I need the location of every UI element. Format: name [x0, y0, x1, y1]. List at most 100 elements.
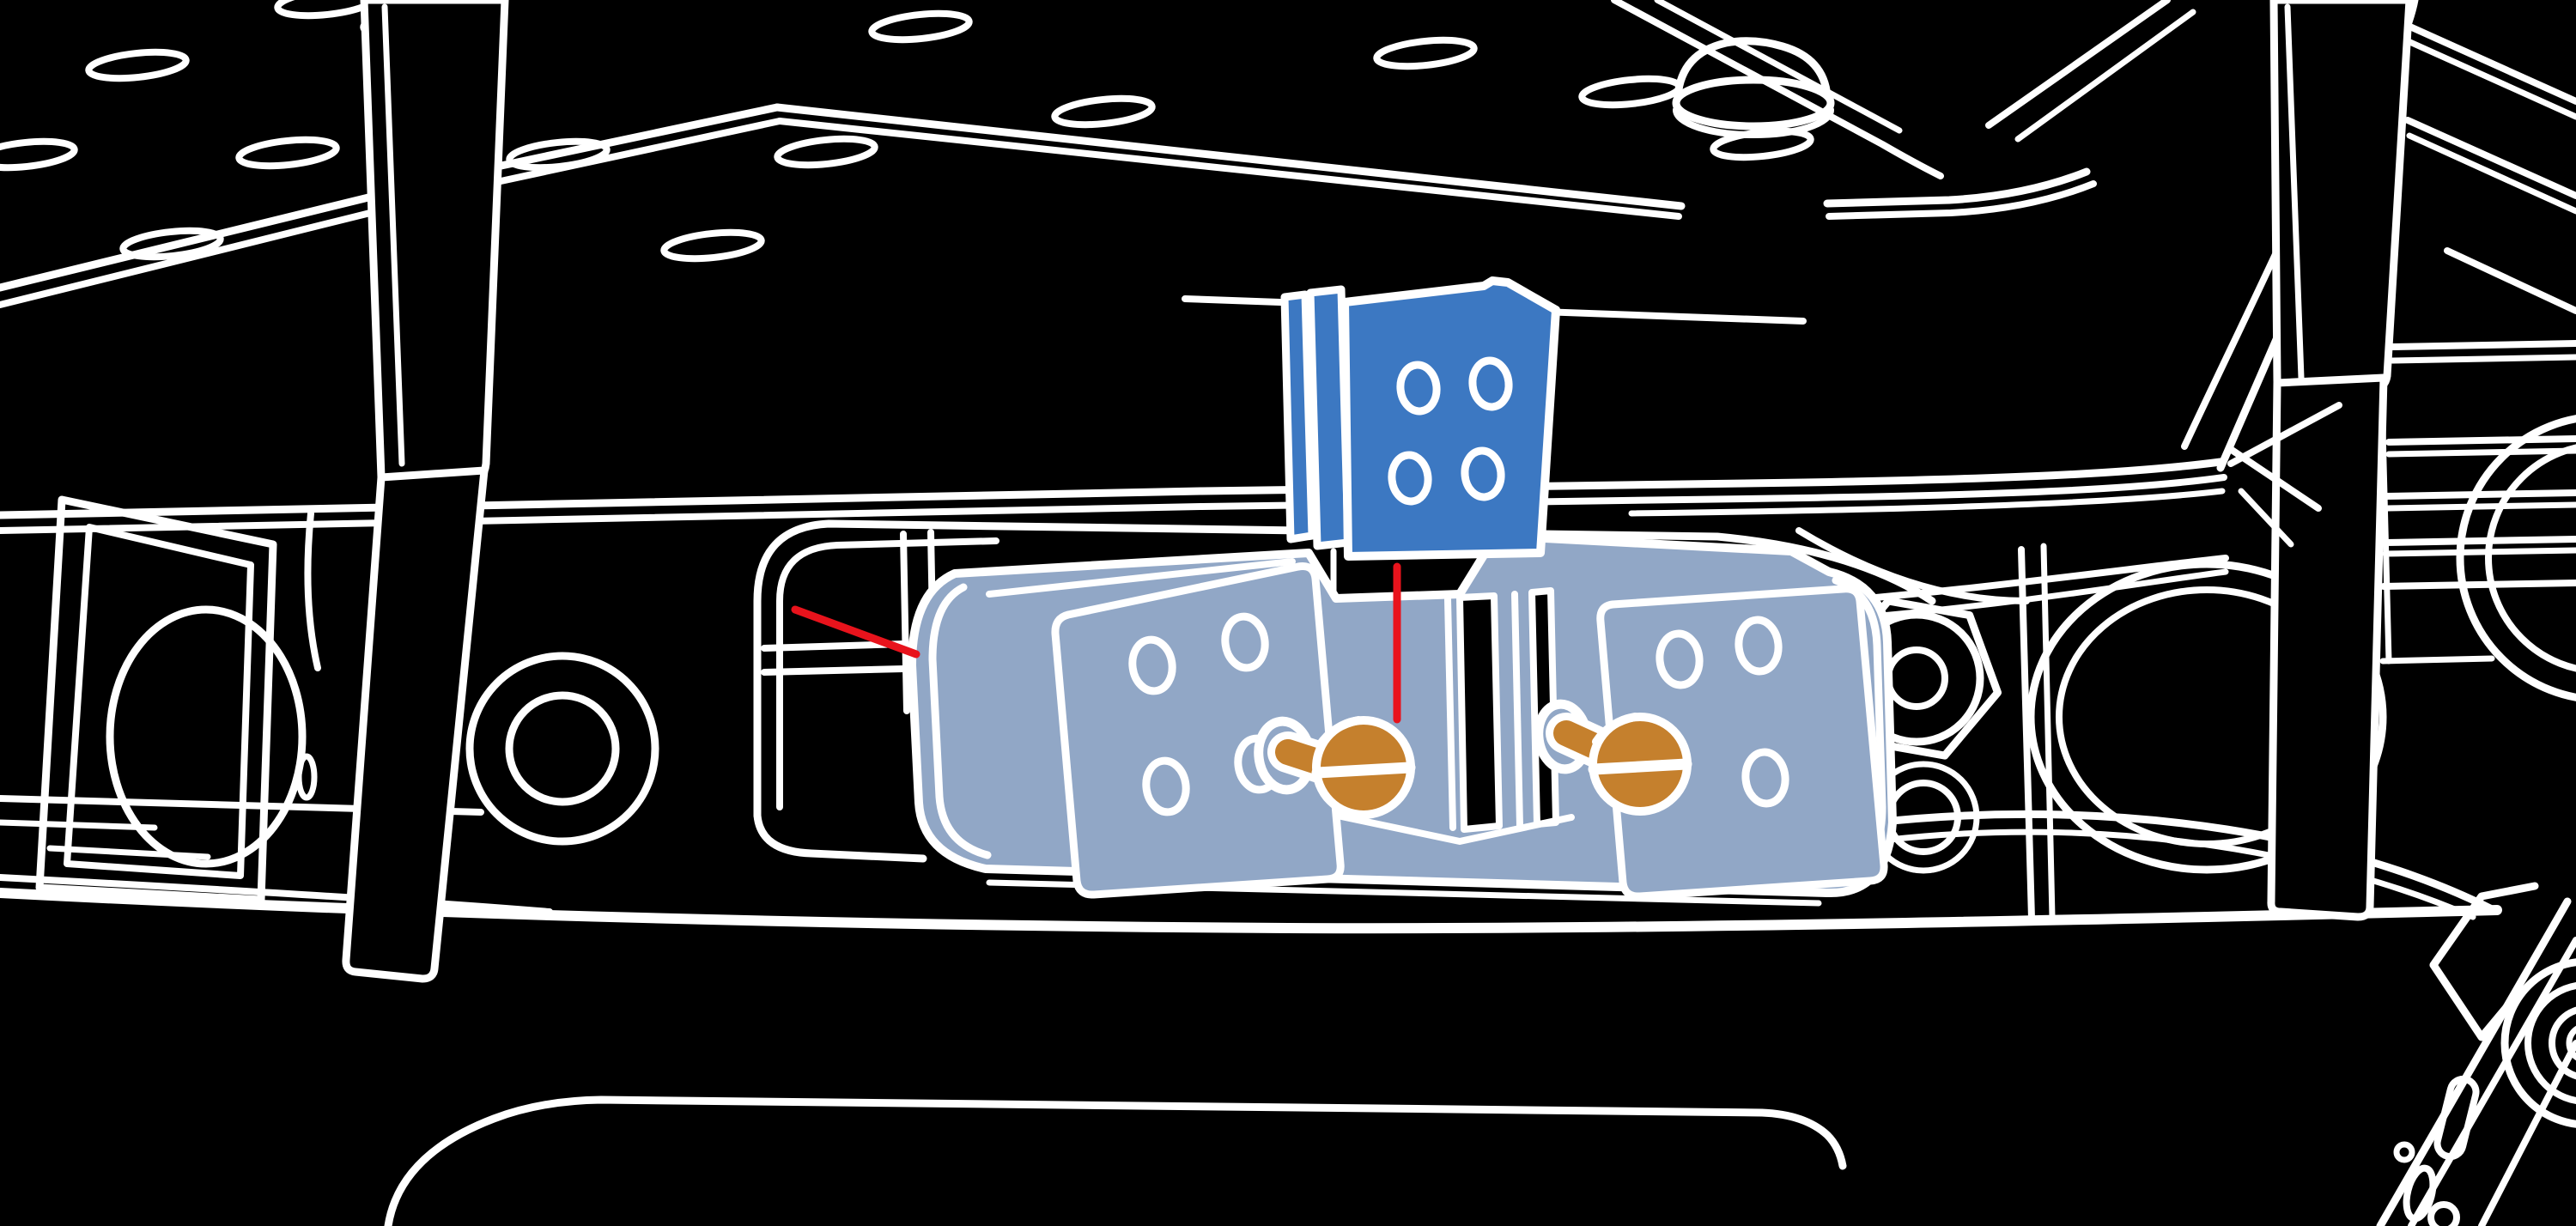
recess-inner-line: [776, 537, 999, 810]
bracket-hole: [1388, 451, 1432, 506]
bracket-diagonal: [2408, 937, 2576, 1226]
plate-edge-line: [1826, 180, 2097, 220]
edge-diagonal: [1654, 0, 1903, 134]
circular-opening: [465, 652, 659, 846]
right-thumbscrew: [1534, 699, 1692, 816]
circular-opening-inner: [505, 691, 620, 806]
band-line: [0, 458, 2225, 519]
post-elbow-line: [2238, 488, 2294, 548]
screw-highlight: [1315, 716, 1363, 750]
corner-diagonal: [2406, 132, 2576, 215]
clamp-hole: [1741, 748, 1789, 808]
left-thumbscrew: [1254, 716, 1416, 819]
plate-hole: [274, 0, 379, 20]
bottom-right-bracket: [2376, 882, 2576, 1226]
screw-highlight: [1592, 713, 1639, 746]
frame-outline: [35, 495, 277, 904]
plate-hole: [119, 227, 224, 261]
band-line: [1628, 488, 2226, 517]
panel-seam: [2040, 543, 2056, 920]
bracket-hole: [1396, 361, 1441, 416]
lower-band: [1871, 810, 2494, 913]
corner-diagonal: [2401, 21, 2576, 105]
panel-seam: [2018, 546, 2035, 922]
bracket-diagonal: [2376, 897, 2572, 1226]
small-hole: [295, 753, 318, 801]
corner-diagonal: [2444, 247, 2576, 314]
perforated-top: [0, 0, 1814, 263]
plate-hole: [0, 137, 78, 172]
plate-hole: [1051, 94, 1156, 129]
panel-line: [2389, 340, 2576, 350]
bracket-ring: [2524, 982, 2576, 1104]
plate-hole: [868, 9, 973, 44]
bracket-hole: [1461, 446, 1505, 501]
band-curve: [1795, 527, 2030, 604]
pocket-outline: [384, 1096, 1847, 1226]
dome-top: [1674, 37, 1832, 100]
post-lower: [2267, 373, 2388, 921]
bracket-oval: [2403, 1164, 2437, 1223]
bracket-arm: [2429, 882, 2539, 1041]
clamp-hole: [1142, 756, 1190, 816]
channel-wall-line: [1511, 591, 1523, 829]
left-cap-line: [928, 583, 992, 859]
bracket-hole: [1468, 356, 1513, 411]
post-edge-line: [2284, 3, 2305, 381]
panel-line: [2380, 580, 2576, 590]
plate-hole: [235, 136, 340, 170]
edge-diagonal: [1985, 0, 2171, 129]
bracket-ring: [2500, 958, 2576, 1128]
annotations: [791, 562, 1401, 724]
red-leader-line: [791, 605, 920, 659]
clamp-assembly: [908, 531, 1897, 907]
plate-hole: [85, 48, 190, 82]
panel-line: [2382, 536, 2576, 546]
channel-slot: [1456, 592, 1503, 833]
plate-edge-line: [773, 103, 1686, 210]
plate-hole: [660, 228, 765, 263]
edge-diagonal: [2014, 9, 2196, 143]
left-clamp-plate: [1051, 562, 1345, 899]
bracket-pin: [2427, 1201, 2460, 1226]
screw-slot: [1588, 758, 1692, 775]
plate-hole: [774, 135, 878, 169]
bracket-body: [1340, 276, 1560, 561]
edge-circle-inner: [2485, 444, 2576, 672]
corner-diagonal: [2401, 36, 2576, 120]
mount-bracket: [1280, 276, 1560, 561]
cylinder-opening: [106, 605, 307, 868]
panel-line: [2385, 435, 2576, 446]
bottom-edge-echo: [0, 874, 553, 915]
recess-step: [761, 665, 907, 676]
knob-center: [1885, 646, 1948, 710]
band-line: [46, 845, 211, 860]
plate-edge-line: [776, 118, 1682, 220]
left-block-top-line: [986, 558, 1296, 598]
recess-outline-bottom: [753, 811, 927, 863]
plate-hole: [1578, 75, 1683, 109]
post-gusset: [304, 510, 321, 671]
dome-cap: [1672, 37, 1835, 138]
dome-base-lower: [1673, 106, 1834, 138]
plate-hole: [1373, 36, 1478, 70]
post-elbow-line: [2227, 402, 2342, 467]
panel-line: [2384, 489, 2576, 500]
clamp-hole: [1221, 612, 1269, 672]
bracket-diagonal: [2478, 1040, 2576, 1226]
lower-band: [1886, 828, 2476, 920]
bracket-ring: [2549, 1006, 2576, 1080]
bracket-rib: [1280, 290, 1316, 543]
band-line: [0, 474, 2227, 534]
bracket-slot: [2433, 1075, 2480, 1161]
left-frame-post: [342, 0, 509, 983]
screw-slot: [1311, 762, 1416, 779]
panel-line: [2382, 547, 2576, 557]
panel-line: [2384, 501, 2576, 512]
bracket-pin: [2393, 1141, 2415, 1163]
left-panel-frame: [35, 495, 659, 904]
edge-circle: [2456, 415, 2576, 701]
right-frame-post: [2226, 0, 2414, 921]
